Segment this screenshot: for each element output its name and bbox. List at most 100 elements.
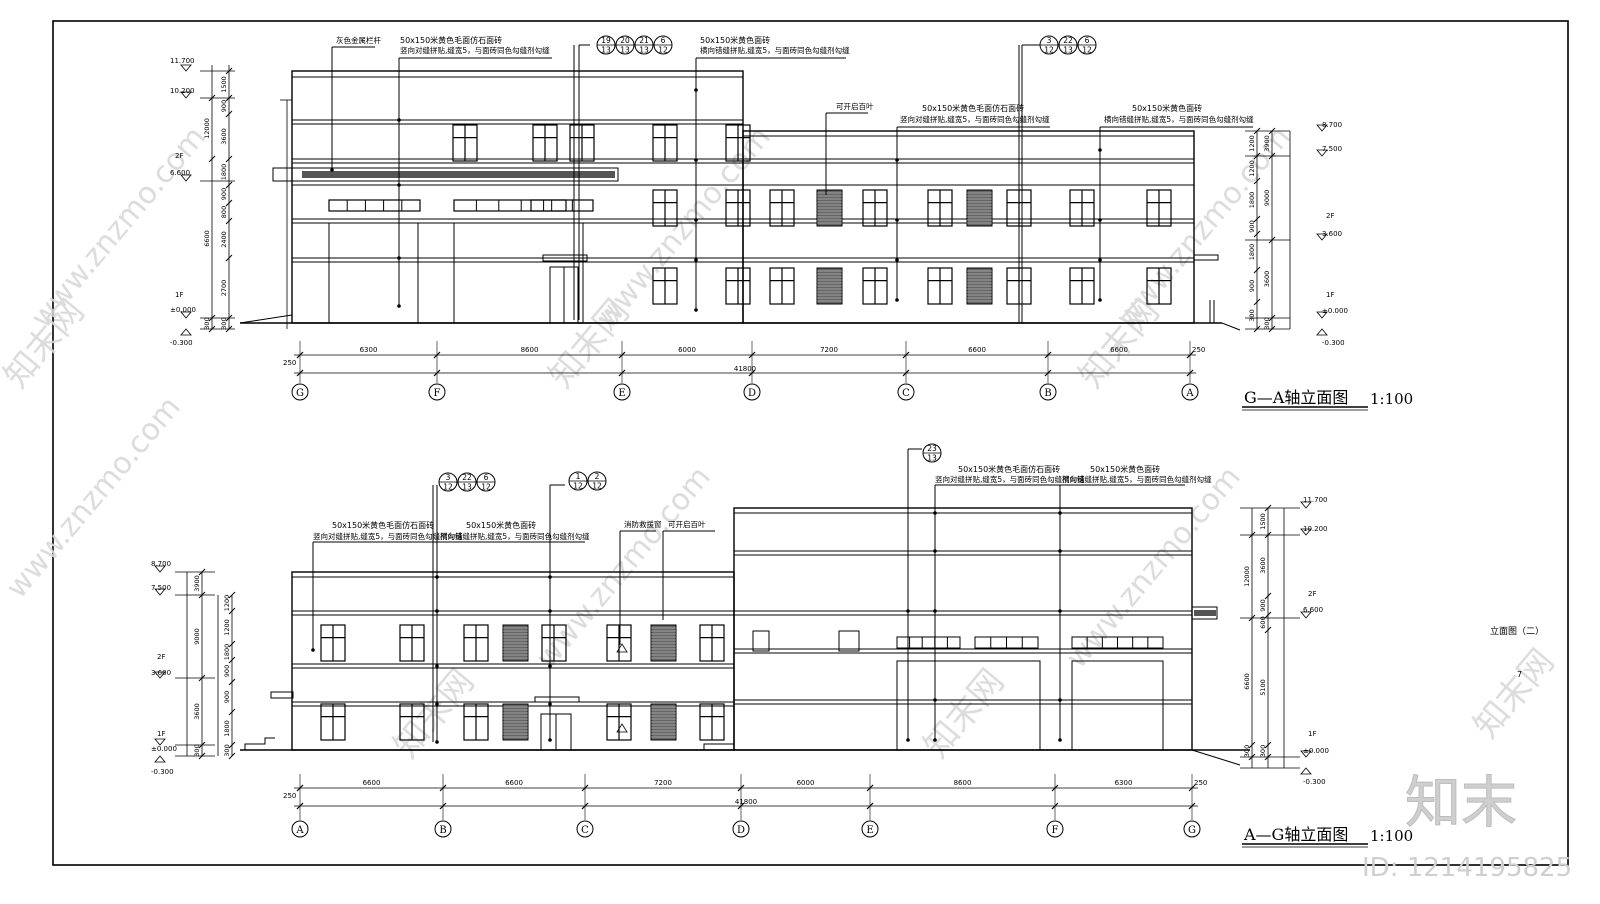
window [927, 267, 953, 305]
detail-ref-number: 20 [620, 36, 630, 45]
dim-value: 900 [223, 691, 231, 703]
window [399, 703, 425, 741]
dim-tick [1248, 753, 1256, 761]
span-dim: 8600 [521, 346, 539, 354]
dim-tick [208, 155, 216, 163]
window [320, 624, 346, 662]
dim-value: 3900 [193, 575, 201, 592]
axis-bubble: A [1181, 383, 1199, 401]
detail-ref-bubble: 112 [568, 471, 588, 491]
watermark-text: www.znzmo.com [0, 390, 188, 605]
louver [816, 189, 843, 227]
elevation-title: G—A轴立面图 [1244, 388, 1348, 407]
axis-label: C [581, 825, 589, 836]
dim-tick [228, 741, 236, 749]
floor-label: 2F [1308, 590, 1316, 598]
dim-value: 12000 [203, 118, 211, 139]
dim-tick [1253, 152, 1261, 160]
detail-ref-number: 6 [484, 473, 489, 482]
callout-label: 可开启百叶 [836, 101, 874, 111]
callout-label: 50x150米黄色面砖 [1132, 103, 1202, 113]
span-dim: 6300 [360, 346, 378, 354]
window [606, 703, 632, 741]
level-label: ±0.000 [1303, 747, 1329, 755]
axis-bubble: E [861, 820, 879, 838]
floor-label: 1F [157, 730, 165, 738]
top-right-levels [1245, 124, 1328, 336]
detail-ref-sheet: 12 [1082, 46, 1092, 55]
watermark-text: www.znzmo.com [529, 460, 718, 675]
axis-label: E [618, 388, 625, 399]
level-label: 11.700 [1303, 496, 1328, 504]
dim-tick [225, 181, 233, 189]
bottom-callout-texts: 50x150米黄色毛面仿石面砖 竖向对缝拼贴,缝宽5，与面砖同色勾缝剂勾缝 50… [313, 464, 1212, 541]
window [1146, 267, 1172, 305]
elevation-scale: 1:100 [1370, 827, 1413, 845]
total-dim: 41800 [735, 798, 757, 806]
axis-label: G [296, 388, 304, 399]
level-label: 7.500 [151, 584, 171, 592]
window [1069, 267, 1095, 305]
axis-bubble: F [1046, 820, 1064, 838]
dim-value: 3900 [1263, 135, 1271, 152]
detail-ref-bubble: 312 [438, 472, 458, 492]
dim-value: 900 [220, 100, 228, 112]
dim-tick [1264, 504, 1272, 512]
sheet-number: 7 [1517, 670, 1522, 679]
dim-value: 1800 [223, 644, 231, 661]
dim-value: 1200 [1248, 135, 1256, 152]
window [699, 703, 725, 741]
dim-tick [198, 591, 206, 599]
total-dim: 41800 [734, 365, 756, 373]
dim-value: 6600 [203, 230, 211, 247]
dim-tick [1253, 215, 1261, 223]
span-dim: 7200 [820, 346, 838, 354]
detail-ref-sheet: 12 [573, 482, 583, 491]
dim-tick [1264, 753, 1272, 761]
window [463, 703, 489, 741]
dim-tick [1253, 127, 1261, 135]
window [541, 624, 567, 662]
callout-label: 竖向对缝拼贴,缝宽5，与面砖同色勾缝剂勾缝 [400, 45, 550, 55]
detail-ref-sheet: 12 [592, 482, 602, 491]
bottom-title: A—G轴立面图 1:100 [1242, 825, 1413, 848]
top-elevation [239, 70, 1241, 331]
span-dim: 6000 [797, 779, 815, 787]
dim-tick [225, 314, 233, 322]
dim-tick [225, 94, 233, 102]
dim-tick [225, 217, 233, 225]
dim-value: 300 [1248, 309, 1256, 321]
span-dim: 6600 [968, 346, 986, 354]
detail-ref-number: 19 [601, 36, 611, 45]
bottom-elevation [240, 507, 1250, 766]
dim-tick [225, 67, 233, 75]
window [769, 267, 795, 305]
dim-tick [1248, 614, 1256, 622]
dim-value: 1800 [220, 164, 228, 181]
watermark-text: 知末网 [541, 292, 637, 396]
window [606, 624, 632, 662]
dim-tick [1268, 325, 1276, 333]
detail-ref-bubble: 312 [1039, 35, 1059, 55]
image-id: ID: 1214195825 [1362, 853, 1572, 883]
dim-tick [225, 110, 233, 118]
dim-tick [198, 752, 206, 760]
dim-value: 3600 [193, 703, 201, 720]
callout-label: 50x150米黄色毛面仿石面砖 [958, 464, 1060, 474]
end-offset: 250 [1192, 346, 1205, 354]
top-left-dims: 1500900360018009008002400270030012000660… [203, 67, 233, 333]
dim-tick [225, 155, 233, 163]
floor-label: 1F [1326, 291, 1334, 299]
dim-tick [1253, 177, 1261, 185]
span-dim: 6600 [363, 779, 381, 787]
window [699, 624, 725, 662]
dim-value: 800 [220, 206, 228, 218]
